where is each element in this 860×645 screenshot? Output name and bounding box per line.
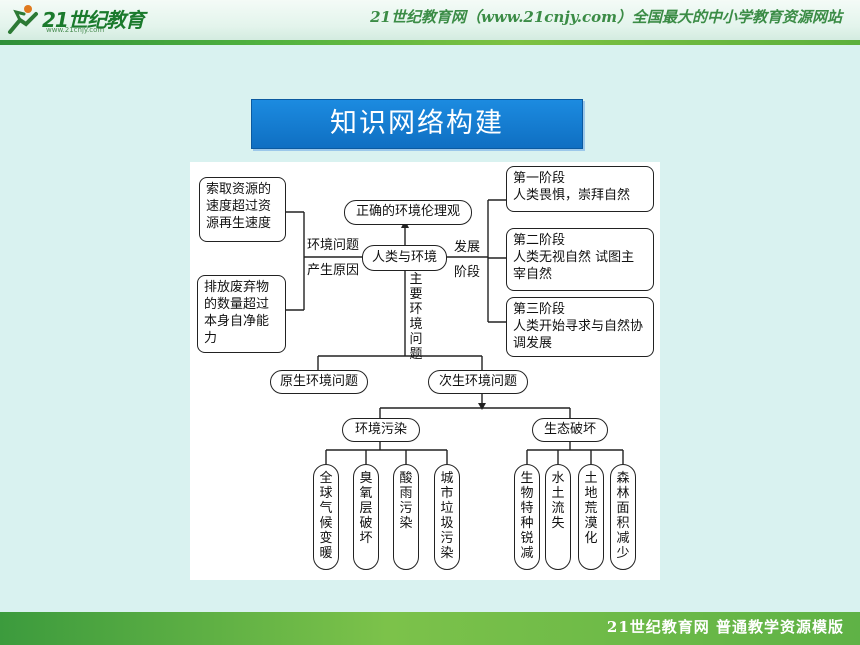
char: 染 (399, 516, 413, 531)
edge-label-cause: 产生原因 (307, 263, 360, 278)
char: 污 (440, 531, 454, 546)
char: 土 (584, 471, 598, 486)
char: 臭 (359, 471, 373, 486)
stage-2-title: 第二阶段 (513, 233, 566, 248)
char: 减 (520, 546, 534, 561)
secondary-problem-label: 次生环境问题 (438, 374, 517, 389)
primary-problem-label: 原生环境问题 (279, 374, 358, 389)
logo-text: 21世纪教育 (42, 8, 145, 32)
char: 减 (616, 531, 630, 546)
footer-text: 21世纪教育网 普通教学资源模版 (606, 618, 844, 636)
footer-bar (0, 612, 860, 645)
edge-label-stage: 阶段 (454, 265, 481, 280)
slide-title: 知识网络构建 (251, 99, 583, 149)
char: 球 (319, 486, 333, 501)
char: 物 (520, 486, 534, 501)
edge-label-problem: 环境问题 (307, 238, 360, 253)
cause-waste-label: 排放废弃物的数量超过本身自净能力 (204, 280, 270, 346)
edge-label-develop: 发展 (454, 240, 481, 255)
edge-main-char: 要 (409, 287, 423, 302)
char: 少 (616, 546, 630, 561)
char: 全 (319, 471, 333, 486)
eco-item-1: 生 物 特 种 锐 减 (514, 464, 540, 570)
edge-main-char: 主 (409, 272, 423, 287)
runner-logo-icon (8, 5, 38, 34)
char: 气 (319, 501, 333, 516)
edge-main-char: 境 (409, 317, 423, 332)
eco-damage-node: 生态破坏 (532, 418, 608, 442)
char: 面 (616, 501, 630, 516)
char: 漠 (584, 516, 598, 531)
pollution-node: 环境污染 (342, 418, 420, 442)
arrowhead-secondary-down (478, 403, 486, 410)
pollution-item-4: 城 市 垃 圾 污 染 (434, 464, 460, 570)
char: 生 (520, 471, 534, 486)
char: 污 (399, 501, 413, 516)
char: 土 (551, 486, 565, 501)
stage-2-text: 人类无视自然 试图主宰自然 (513, 250, 635, 282)
char: 破 (359, 516, 373, 531)
char: 暖 (319, 546, 333, 561)
char: 失 (551, 516, 565, 531)
ethics-label: 正确的环境伦理观 (355, 204, 460, 219)
eco-item-4: 森 林 面 积 减 少 (610, 464, 636, 570)
stage-3-text: 人类开始寻求与自然协调发展 (513, 319, 644, 351)
char: 垃 (440, 501, 454, 516)
char: 雨 (399, 486, 413, 501)
eco-item-2: 水 土 流 失 (545, 464, 571, 570)
char: 坏 (359, 531, 373, 546)
knowledge-diagram: 正确的环境伦理观 人类与环境 索取资源的速度超过资源再生速度 排放废弃物的数量超… (190, 162, 660, 580)
edge-main-char: 问 (409, 332, 423, 347)
pollution-item-1: 全 球 气 候 变 暖 (313, 464, 339, 570)
site-logo[interactable]: 21世纪教育 www.21cnjy.com (6, 2, 146, 38)
pollution-item-3: 酸 雨 污 染 (393, 464, 419, 570)
header-bar (0, 0, 860, 44)
stage-1-text: 人类畏惧，崇拜自然 (513, 188, 631, 203)
char: 锐 (520, 531, 534, 546)
char: 候 (319, 516, 333, 531)
center-label: 人类与环境 (371, 250, 437, 265)
secondary-problem-node: 次生环境问题 (428, 370, 528, 394)
stage-1-node: 第一阶段 人类畏惧，崇拜自然 (506, 166, 654, 212)
edge-label-main-problems: 主 要 环 境 问 题 (407, 272, 425, 362)
diagram-connectors (286, 199, 624, 464)
char: 林 (616, 486, 630, 501)
cause-waste-node: 排放废弃物的数量超过本身自净能力 (197, 275, 286, 353)
stage-2-node: 第二阶段 人类无视自然 试图主宰自然 (506, 228, 654, 291)
char: 森 (616, 471, 630, 486)
char: 荒 (584, 501, 598, 516)
header-rule (0, 40, 860, 45)
stage-3-node: 第三阶段 人类开始寻求与自然协调发展 (506, 297, 654, 357)
char: 化 (584, 531, 598, 546)
header-slogan: 21世纪教育网（www.21cnjy.com）全国最大的中小学教育资源网站 (370, 8, 842, 26)
char: 氧 (359, 486, 373, 501)
char: 积 (616, 516, 630, 531)
pollution-item-2: 臭 氧 层 破 坏 (353, 464, 379, 570)
primary-problem-node: 原生环境问题 (270, 370, 368, 394)
edge-main-char: 环 (409, 302, 423, 317)
ethics-node: 正确的环境伦理观 (344, 200, 472, 225)
char: 圾 (440, 516, 454, 531)
char: 城 (440, 471, 454, 486)
stage-1-title: 第一阶段 (513, 171, 566, 186)
eco-item-3: 土 地 荒 漠 化 (578, 464, 604, 570)
edge-main-char: 题 (409, 347, 423, 362)
cause-resource-label: 索取资源的速度超过资源再生速度 (206, 182, 272, 231)
char: 酸 (399, 471, 413, 486)
center-node: 人类与环境 (362, 245, 447, 271)
cause-resource-node: 索取资源的速度超过资源再生速度 (199, 177, 286, 242)
char: 地 (584, 486, 598, 501)
char: 流 (551, 501, 565, 516)
char: 染 (440, 546, 454, 561)
pollution-label: 环境污染 (354, 422, 407, 437)
char: 特 (520, 501, 534, 516)
char: 市 (440, 486, 454, 501)
char: 变 (319, 531, 333, 546)
eco-damage-label: 生态破坏 (543, 422, 596, 437)
logo-url: www.21cnjy.com (46, 26, 105, 34)
char: 水 (551, 471, 565, 486)
char: 种 (520, 516, 534, 531)
char: 层 (359, 501, 373, 516)
stage-3-title: 第三阶段 (513, 302, 566, 317)
